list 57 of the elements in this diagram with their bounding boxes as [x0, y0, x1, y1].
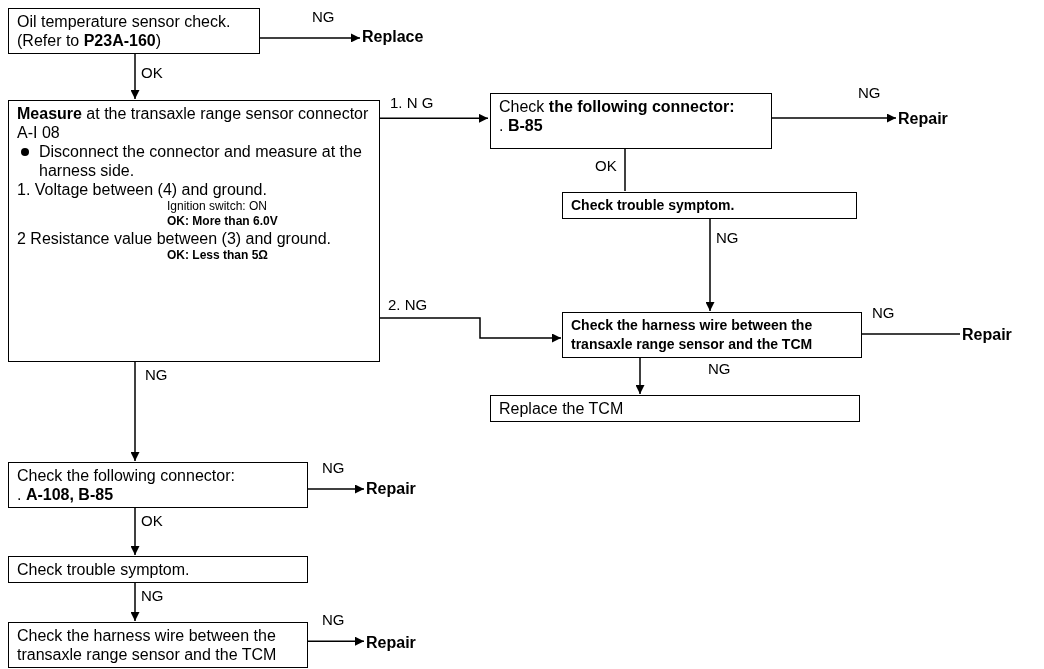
process-box: [490, 395, 860, 422]
edge-label: OK: [141, 512, 163, 529]
arrow: [705, 218, 715, 312]
action-label: Replace: [362, 28, 424, 46]
arrow: [307, 636, 365, 646]
edge-label: 1. N G: [390, 94, 434, 112]
step-text: 2 Resistance value between (3) and ground.: [17, 229, 332, 248]
step-text: . A-108, B-85: [17, 485, 115, 504]
arrow: [379, 113, 489, 123]
condition-text: Ignition switch: ON: [167, 199, 269, 214]
step-text: Oil temperature sensor check. (Refer to P23A-160): [17, 12, 232, 50]
process-box: [562, 192, 857, 219]
process-box: [8, 8, 260, 54]
process-box: [490, 93, 772, 149]
edge-label: NG: [708, 360, 731, 377]
arrow: [635, 357, 645, 395]
process-box: [8, 100, 380, 362]
edge-label: NG: [858, 84, 881, 102]
edge-label: NG: [312, 7, 335, 25]
step-text: Disconnect the connector and measure at the harness side.: [39, 143, 362, 179]
arrow: [130, 582, 140, 622]
edge-label: NG: [872, 304, 895, 322]
step-text: Measure at the transaxle range sensor connector A-I 08: [17, 104, 370, 142]
edge-label: NG: [322, 611, 345, 629]
edge-label: OK: [141, 64, 163, 81]
edge-label: NG: [716, 229, 739, 246]
step-text: Check the following connector:: [499, 97, 736, 116]
process-box: [8, 556, 308, 583]
step-text: Check the following connector:: [17, 466, 236, 485]
edge-label: NG: [322, 459, 345, 476]
arrow: [379, 317, 562, 343]
arrow: [130, 53, 140, 100]
action-label: Repair: [366, 634, 416, 652]
edge-label: 2. NG: [388, 296, 428, 313]
edge-label: OK: [595, 157, 617, 174]
arrow: [307, 484, 365, 494]
step-text: Check trouble symptom.: [571, 196, 736, 215]
process-box: [8, 462, 308, 508]
condition-text: OK: More than 6.0V: [167, 214, 279, 229]
edge-label: NG: [141, 587, 164, 604]
step-text: . B-85: [499, 116, 544, 135]
condition-text: OK: Less than 5Ω: [167, 248, 269, 263]
step-text: 1. Voltage between (4) and ground.: [17, 180, 268, 199]
step-text: Check trouble symptom.: [17, 560, 191, 579]
arrow: [130, 507, 140, 556]
action-label: Repair: [962, 326, 1012, 344]
action-label: Repair: [366, 480, 416, 498]
step-text: Check the harness wire between the transaxle range sensor and the TCM: [571, 316, 814, 354]
action-label: Repair: [898, 110, 948, 128]
process-box: [562, 312, 862, 358]
arrow: [771, 113, 897, 123]
step-text: Check the harness wire between the transaxle range sensor and the TCM: [17, 626, 278, 664]
process-box: [8, 622, 308, 668]
step-text: Replace the TCM: [499, 399, 625, 418]
edge-label: NG: [145, 366, 168, 383]
arrow: [259, 33, 361, 43]
arrow: [130, 361, 140, 462]
